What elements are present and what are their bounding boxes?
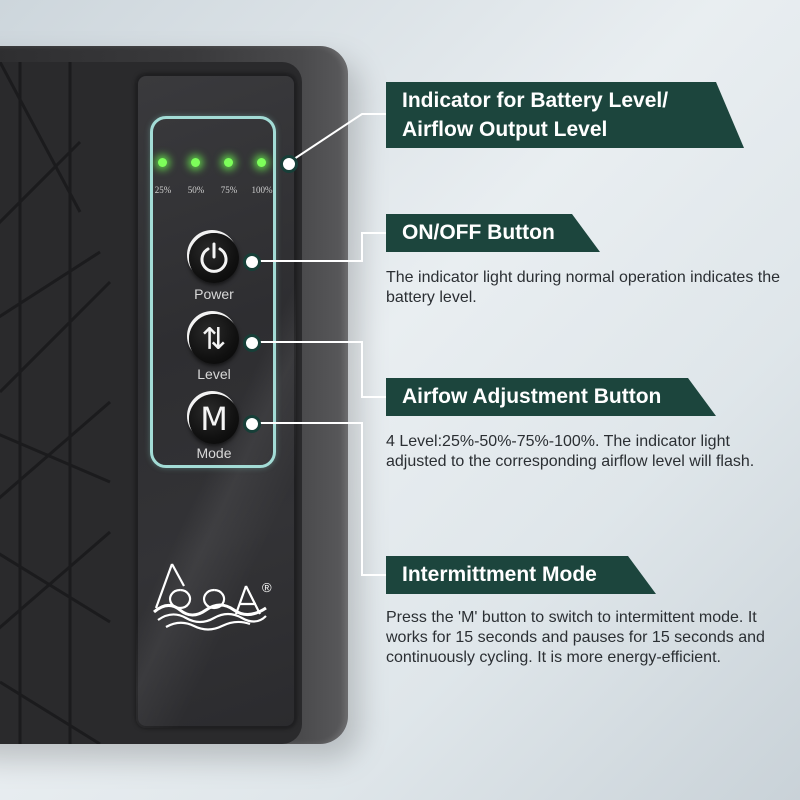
mode-button[interactable]: M: [189, 394, 239, 444]
brand-logo: [153, 563, 267, 631]
power-icon: [200, 242, 228, 273]
mode-description: Press the 'M' button to switch to interm…: [386, 609, 765, 666]
led-label-75: 75%: [220, 185, 238, 195]
indicator-pin: [280, 155, 298, 173]
mode-button-label: Mode: [196, 445, 232, 461]
indicator-title-banner: Indicator for Battery Level/ Airflow Out…: [386, 82, 744, 148]
level-button-label: Level: [197, 366, 231, 382]
led-label-25: 25%: [154, 185, 172, 195]
led-label-50: 50%: [187, 185, 205, 195]
power-title-banner: ON/OFF Button: [386, 214, 600, 252]
control-frame: [150, 116, 276, 468]
power-button-label: Power: [194, 286, 234, 302]
led-25: [158, 158, 167, 167]
geometric-pattern: [0, 62, 112, 744]
level-button[interactable]: ⇅: [189, 314, 239, 364]
led-label-100: 100%: [251, 185, 273, 195]
level-description: 4 Level:25%-50%-75%-100%. The indicator …: [386, 433, 755, 470]
indicator-title-line1: Indicator for Battery Level/: [402, 89, 669, 112]
level-title-banner: Airfow Adjustment Button: [386, 378, 716, 416]
level-pin: [243, 334, 261, 352]
led-50: [191, 158, 200, 167]
mode-title-banner: Intermittment Mode: [386, 556, 656, 594]
indicator-title-line2: Airflow Output Level: [402, 118, 608, 141]
power-description: The indicator light during normal operat…: [386, 269, 781, 306]
registered-mark: ®: [262, 580, 272, 595]
power-button[interactable]: [189, 233, 239, 283]
led-75: [224, 158, 233, 167]
mode-pin: [243, 415, 261, 433]
led-100: [257, 158, 266, 167]
up-down-arrows-icon: ⇅: [201, 321, 227, 357]
power-pin: [243, 253, 261, 271]
